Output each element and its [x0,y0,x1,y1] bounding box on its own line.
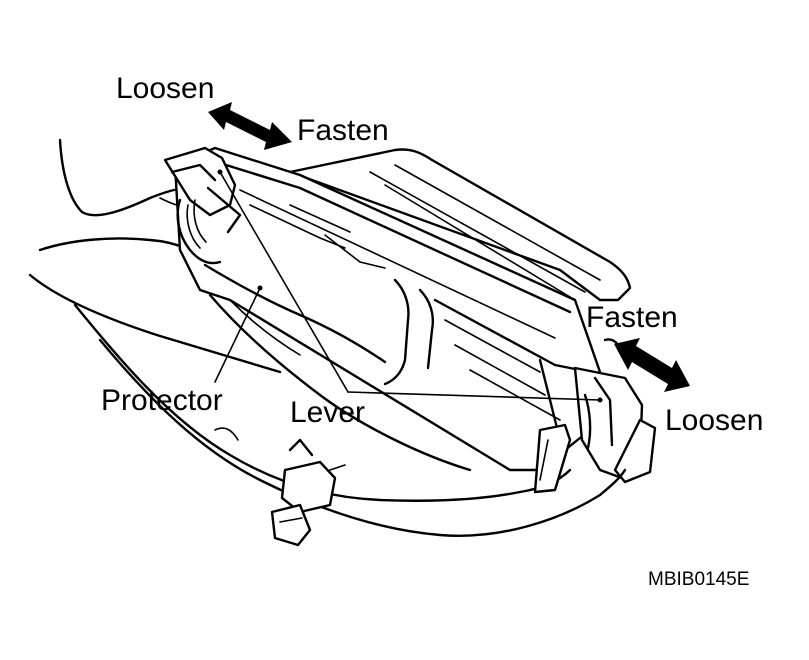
loosen-label-right: Loosen [665,404,764,437]
fasten-label-right: Fasten [586,301,678,334]
loosen-fasten-arrow-top [208,102,292,150]
lever-label: Lever [290,396,366,429]
connector-housing [173,146,632,472]
connector-bracket [533,423,572,494]
figure-code: MBIB0145E [648,569,750,590]
fasten-label-top: Fasten [297,114,389,147]
leader-lines [214,169,603,403]
right-lever-drawing [573,338,657,484]
fasten-loosen-arrow-right [614,338,690,392]
protector-label: Protector [101,384,223,417]
loosen-label-left: Loosen [116,72,215,105]
